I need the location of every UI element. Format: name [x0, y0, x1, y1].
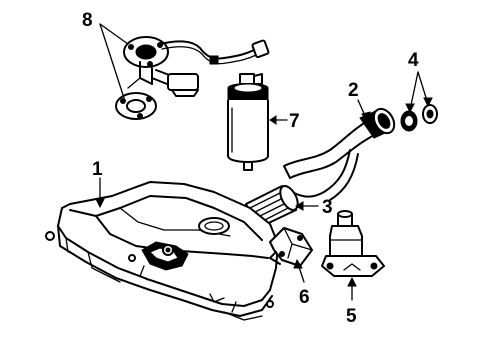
tank-mount-hole-mid: [128, 254, 136, 262]
part-4-filler-neck-seals: 4: [400, 50, 438, 132]
callout-4: 4: [408, 50, 419, 71]
sender-flange-gasket-upper: [123, 36, 169, 68]
sender-wire-harness: [159, 39, 270, 65]
part-8-fuel-sender-assembly: 8: [82, 10, 270, 120]
callout-5: 5: [346, 306, 357, 327]
callout-2: 2: [348, 80, 359, 101]
callout-6: 6: [299, 287, 310, 308]
tank-mount-hole-left: [45, 231, 55, 241]
sender-unit-body: [127, 61, 199, 97]
leader-8-upper: [99, 23, 129, 45]
tank-sump-detail: [141, 241, 189, 271]
part-7-fuel-pump: 7: [227, 73, 300, 171]
leader-8-lower: [99, 23, 125, 99]
tank-mount-hole-right: [266, 300, 274, 308]
part-5-valve-canister: 5: [321, 210, 385, 327]
part-2-filler-neck-pipe: 2: [283, 80, 396, 201]
tank-sender-opening: [198, 217, 230, 235]
part-6-mounting-bracket: 6: [269, 227, 313, 308]
callout-1: 1: [92, 159, 103, 180]
seal-ring-b: [422, 104, 438, 124]
callout-7: 7: [289, 111, 300, 132]
callout-8: 8: [82, 10, 93, 31]
part-1-fuel-tank: 1: [45, 159, 279, 321]
sender-flange-gasket-lower: [115, 92, 157, 120]
callout-3: 3: [322, 197, 333, 218]
seal-ring-a: [400, 110, 418, 132]
